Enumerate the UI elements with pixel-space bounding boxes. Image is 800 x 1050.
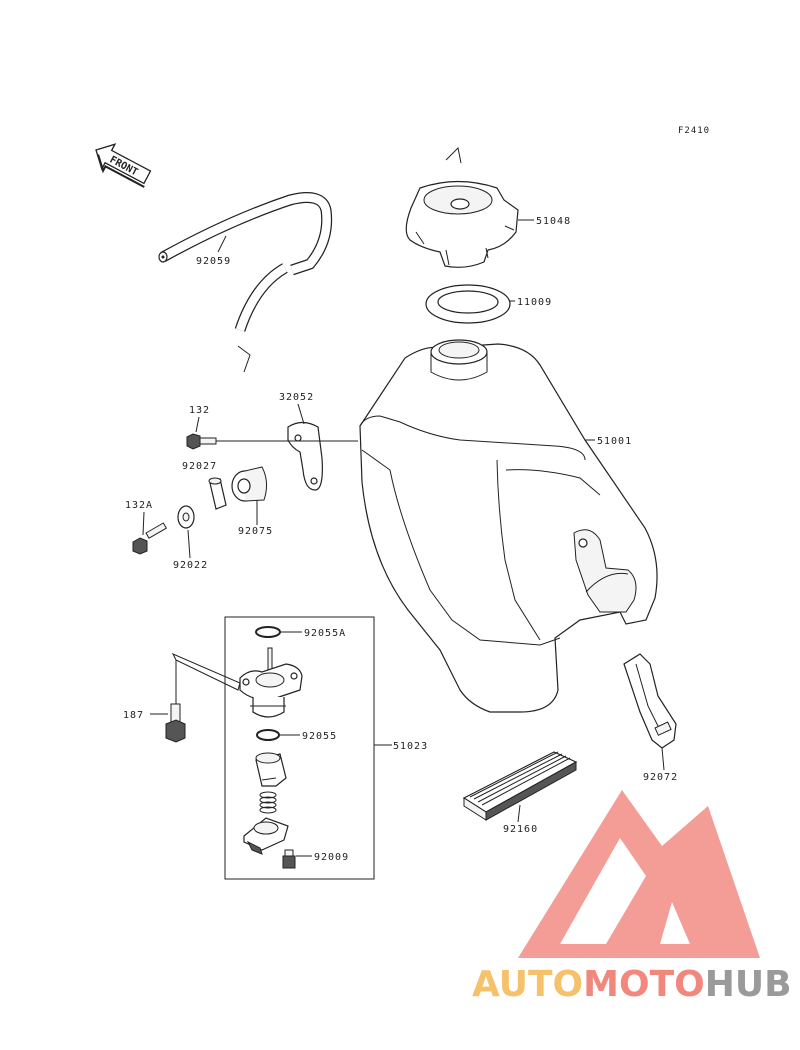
svg-text:AUTOMOTOHUB: AUTOMOTOHUB xyxy=(472,964,792,1005)
part-label-132A: 132A xyxy=(125,500,153,511)
part-label-92009: 92009 xyxy=(314,852,349,863)
watermark-part-hub: HUB xyxy=(705,964,792,1005)
fuel-cock-assembly-box xyxy=(224,616,375,880)
tank-pad xyxy=(462,751,578,821)
fuel-tank xyxy=(359,339,658,713)
part-label-92075: 92075 xyxy=(238,526,273,537)
part-label-51048: 51048 xyxy=(536,216,571,227)
rubber-damper xyxy=(231,466,268,502)
bolt-132 xyxy=(186,433,217,450)
fuel-lever xyxy=(243,817,289,855)
part-label-32052: 32052 xyxy=(279,392,314,403)
washer xyxy=(177,505,195,529)
part-label-11009: 11009 xyxy=(517,297,552,308)
valve xyxy=(255,752,287,787)
part-label-132: 132 xyxy=(189,405,210,416)
breather-hose xyxy=(158,192,333,373)
o-ring xyxy=(256,729,280,741)
watermark-text: AUTOMOTOHUB xyxy=(472,964,792,1005)
part-label-92055A: 92055A xyxy=(304,628,346,639)
part-label-187: 187 xyxy=(123,710,144,721)
part-label-92059: 92059 xyxy=(196,256,231,267)
screw xyxy=(282,849,296,869)
figure-code: F2410 xyxy=(678,126,710,136)
gasket xyxy=(425,284,511,324)
collar xyxy=(208,477,227,510)
part-label-92072: 92072 xyxy=(643,772,678,783)
watermark-part-auto: AUTO xyxy=(472,964,583,1005)
part-label-92027: 92027 xyxy=(182,461,217,472)
part-label-51001: 51001 xyxy=(597,436,632,447)
bracket xyxy=(287,421,323,491)
bolt-187 xyxy=(165,703,186,743)
bolt-132a xyxy=(132,522,168,555)
part-label-92055: 92055 xyxy=(302,731,337,742)
part-label-92160: 92160 xyxy=(503,824,538,835)
watermark-part-moto: MOTO xyxy=(583,964,705,1005)
rubber-strap xyxy=(623,653,677,749)
spring xyxy=(259,791,277,814)
front-arrow-icon: FRONT xyxy=(95,143,152,188)
watermark-logo-icon xyxy=(518,790,760,958)
o-ring-top xyxy=(255,626,281,638)
fuel-cap xyxy=(405,146,519,268)
part-label-92022: 92022 xyxy=(173,560,208,571)
part-label-51023: 51023 xyxy=(393,741,428,752)
fuel-cock-body xyxy=(239,647,303,718)
